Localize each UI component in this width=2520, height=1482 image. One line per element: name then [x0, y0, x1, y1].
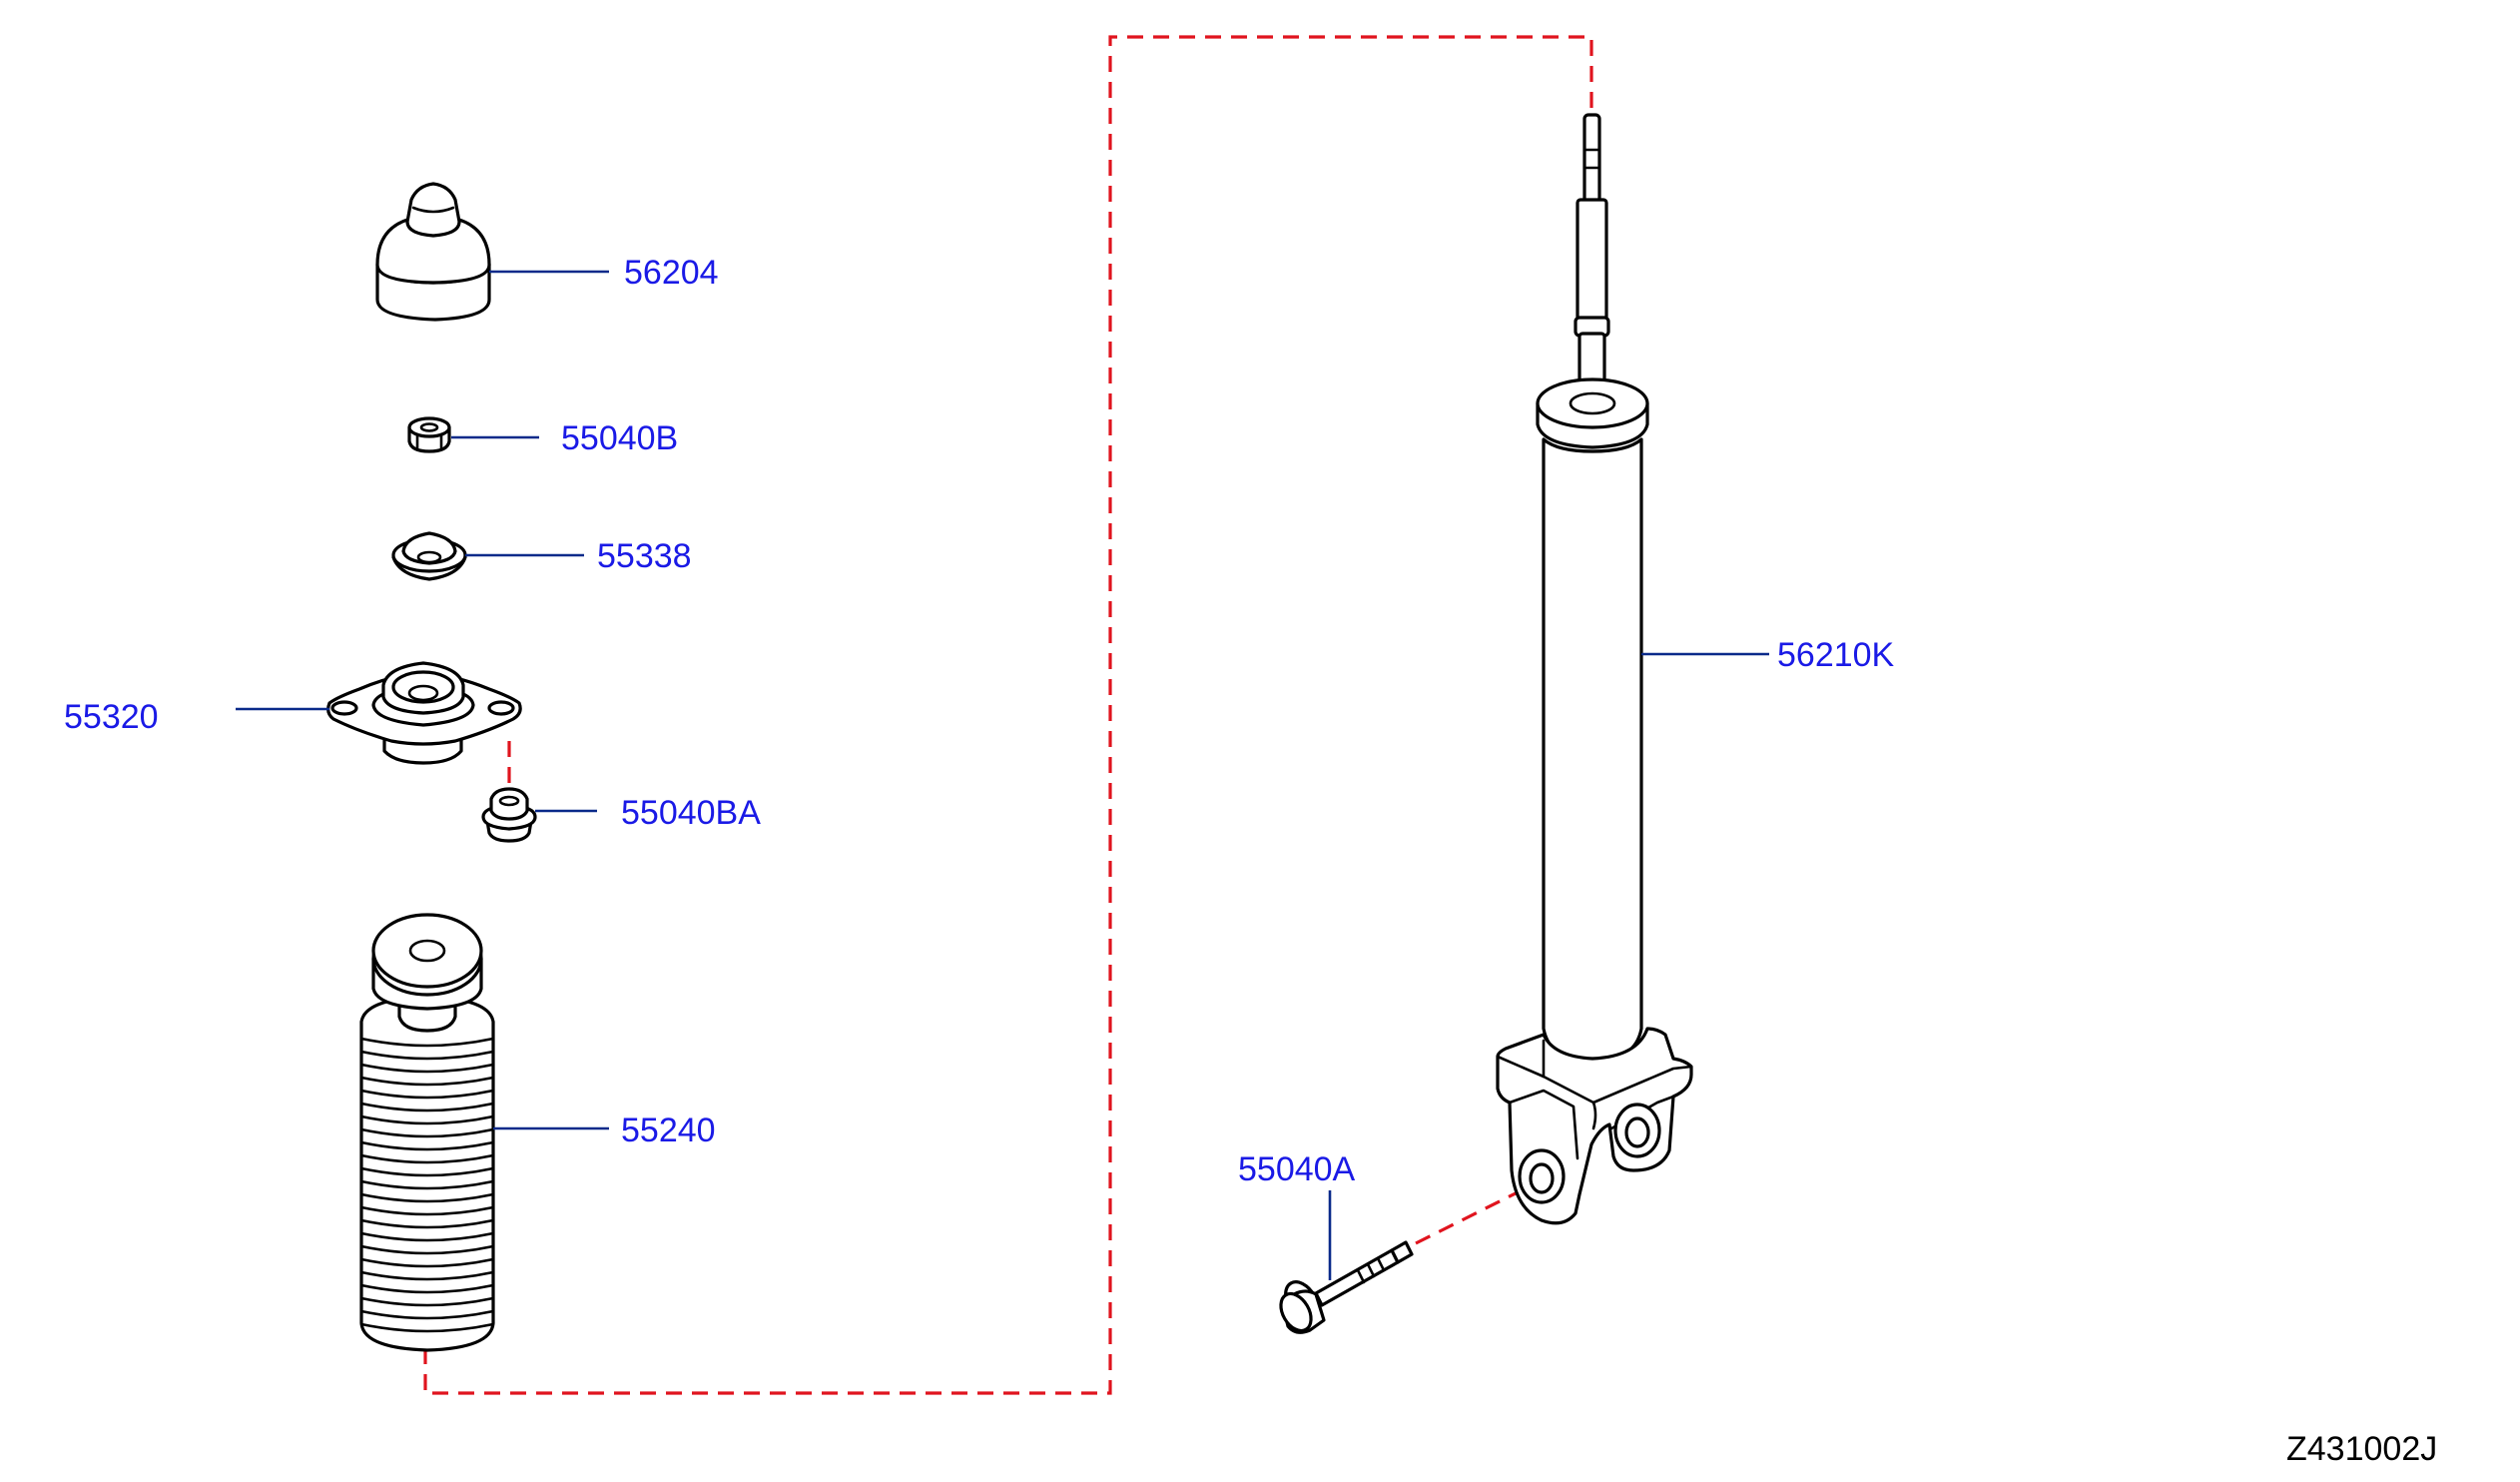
dust-boot-pleat — [359, 1296, 495, 1307]
dust-boot-pleat — [359, 1283, 495, 1294]
dust-boot-pleat — [359, 1218, 495, 1229]
dust-boot-pleat — [359, 1102, 495, 1112]
label-55040A: 55040A — [1238, 1150, 1356, 1188]
part-55240-dust-boot[interactable] — [359, 913, 495, 1352]
dust-boot-pleat — [359, 1153, 495, 1164]
dust-boot-pleat — [359, 1270, 495, 1281]
label-55240: 55240 — [621, 1112, 716, 1149]
dust-boot-pleat — [359, 1063, 495, 1074]
dust-boot-pleat — [359, 1309, 495, 1320]
dust-boot-pleat — [359, 1257, 495, 1268]
dust-boot-pleat — [359, 1322, 495, 1333]
dust-boot-pleat — [359, 1037, 495, 1048]
dust-boot-pleats — [359, 1037, 495, 1333]
dust-boot-pleat — [359, 1076, 495, 1087]
drawing-code: Z431002J — [2286, 1430, 2437, 1468]
dust-boot-pleat — [359, 1114, 495, 1125]
dust-boot-pleat — [359, 1050, 495, 1061]
dust-boot-pleat — [359, 1089, 495, 1100]
part-56210K-shock-absorber[interactable] — [1496, 113, 1693, 1225]
label-55338: 55338 — [597, 537, 692, 575]
part-55338-washer[interactable] — [391, 531, 467, 581]
dust-boot-pleat — [359, 1205, 495, 1216]
part-55040BA-flange-nut[interactable] — [481, 787, 537, 843]
dust-boot-pleat — [359, 1127, 495, 1138]
leader-lines — [236, 270, 1769, 1280]
part-labels: 56204 55040B 55338 55320 55040BA 55240 5… — [64, 254, 2437, 1468]
part-56204-bump-stop-cap[interactable] — [375, 182, 491, 322]
label-56210K: 56210K — [1777, 636, 1895, 674]
dust-boot-pleat — [359, 1140, 495, 1151]
dust-boot-pleat — [359, 1179, 495, 1190]
assembly-line-boot-to-shock — [423, 35, 1593, 1395]
label-55320: 55320 — [64, 698, 159, 736]
part-55040B-nut[interactable] — [407, 416, 451, 453]
label-55040BA: 55040BA — [621, 794, 761, 832]
part-55040A-mount-bolt[interactable] — [1275, 1240, 1414, 1336]
label-56204: 56204 — [624, 254, 719, 292]
assembly-line-bolt-to-bracket — [1415, 1186, 1527, 1245]
dust-boot-pleat — [359, 1244, 495, 1255]
dust-boot-pleat — [359, 1192, 495, 1203]
dust-boot-pleat — [359, 1231, 495, 1242]
label-55040B: 55040B — [561, 419, 678, 457]
part-55320-mount-insulator[interactable] — [326, 661, 522, 765]
dust-boot-pleat — [359, 1166, 495, 1177]
assembly-guide-lines — [423, 35, 1593, 1395]
